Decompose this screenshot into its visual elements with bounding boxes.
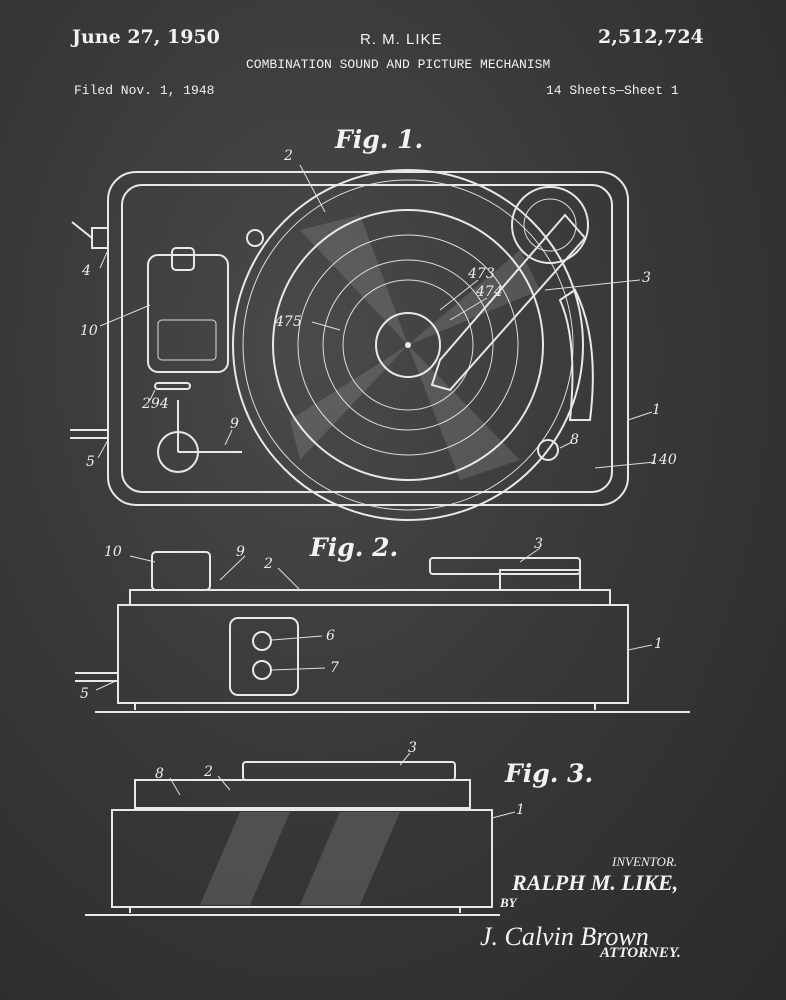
fig1-label-294: 294 xyxy=(141,396,169,412)
sheet-count: 14 Sheets—Sheet 1 xyxy=(546,83,679,98)
patent-number: 2,512,724 xyxy=(598,26,704,48)
filed-date: Filed Nov. 1, 1948 xyxy=(74,83,215,98)
fig1-label-1: 1 xyxy=(652,402,661,418)
fig1-title: Fig. 1. xyxy=(334,125,423,154)
patent-title: COMBINATION SOUND AND PICTURE MECHANISM xyxy=(246,57,551,72)
fig2-label-9: 9 xyxy=(236,544,245,560)
fig1-label-10: 10 xyxy=(80,323,98,339)
front-tonearm xyxy=(242,761,456,781)
front-base xyxy=(111,809,493,908)
fig2-label-2: 2 xyxy=(263,556,273,572)
fig3-label-1: 1 xyxy=(516,802,525,818)
attorney-signature: J. Calvin Brown xyxy=(480,922,649,951)
fig3-label-3: 3 xyxy=(408,740,417,756)
fig2-title: Fig. 2. xyxy=(309,533,398,562)
fig2-label-5: 5 xyxy=(80,686,89,702)
fig1-label-3: 3 xyxy=(642,270,651,286)
control-panel xyxy=(229,617,299,696)
signature-block: INVENTOR. RALPH M. LIKE, BY J. Calvin Br… xyxy=(480,854,681,961)
record xyxy=(272,209,544,481)
by-label: BY xyxy=(499,895,518,910)
fig3-label-2: 2 xyxy=(203,764,213,780)
knob-6 xyxy=(252,631,272,651)
inventor-name: RALPH M. LIKE, xyxy=(511,870,678,895)
fig2-label-3: 3 xyxy=(534,536,543,552)
arm-rest xyxy=(558,288,594,421)
record-label xyxy=(375,312,441,378)
inventor-label: INVENTOR. xyxy=(611,854,677,869)
speaker-unit xyxy=(147,254,229,373)
fig1-label-4: 4 xyxy=(81,263,91,279)
fig2-label-1: 1 xyxy=(654,636,663,652)
speaker-block xyxy=(151,551,211,591)
turntable-case xyxy=(107,171,629,506)
tonearm-pivot xyxy=(511,186,589,264)
front-plate xyxy=(134,779,471,809)
attorney-label: ATTORNEY. xyxy=(599,945,681,961)
fig1-drawing: Fig. 1. xyxy=(70,125,677,521)
fig1-label-140: 140 xyxy=(650,452,677,468)
knob-7 xyxy=(252,660,272,680)
fig2-label-6: 6 xyxy=(326,628,335,644)
fig1-label-475: 475 xyxy=(274,314,302,330)
side-plate xyxy=(129,589,611,606)
side-base xyxy=(117,604,629,704)
fig1-label-5: 5 xyxy=(86,454,95,470)
fig3-title: Fig. 3. xyxy=(504,759,593,788)
patent-date: June 27, 1950 xyxy=(72,26,220,48)
fig2-label-10: 10 xyxy=(104,544,122,560)
fig2-label-7: 7 xyxy=(330,660,339,676)
fig3-label-8: 8 xyxy=(155,766,164,782)
fig1-label-474: 474 xyxy=(475,284,503,300)
inventor-short: R. M. LIKE xyxy=(360,31,443,48)
knob-8 xyxy=(537,439,559,461)
fig3-drawing: Fig. 3. 8 2 3 1 xyxy=(85,740,593,916)
fig2-drawing: Fig. 2. 10 9 2 3 6 7 5 1 xyxy=(75,533,690,713)
fig1-label-8: 8 xyxy=(570,432,579,448)
fig1-label-9: 9 xyxy=(230,416,239,432)
platter xyxy=(232,169,584,521)
side-tonearm xyxy=(429,557,581,575)
tonearm xyxy=(430,213,587,392)
fig1-label-2: 2 xyxy=(283,148,293,164)
fig1-label-473: 473 xyxy=(467,266,495,282)
